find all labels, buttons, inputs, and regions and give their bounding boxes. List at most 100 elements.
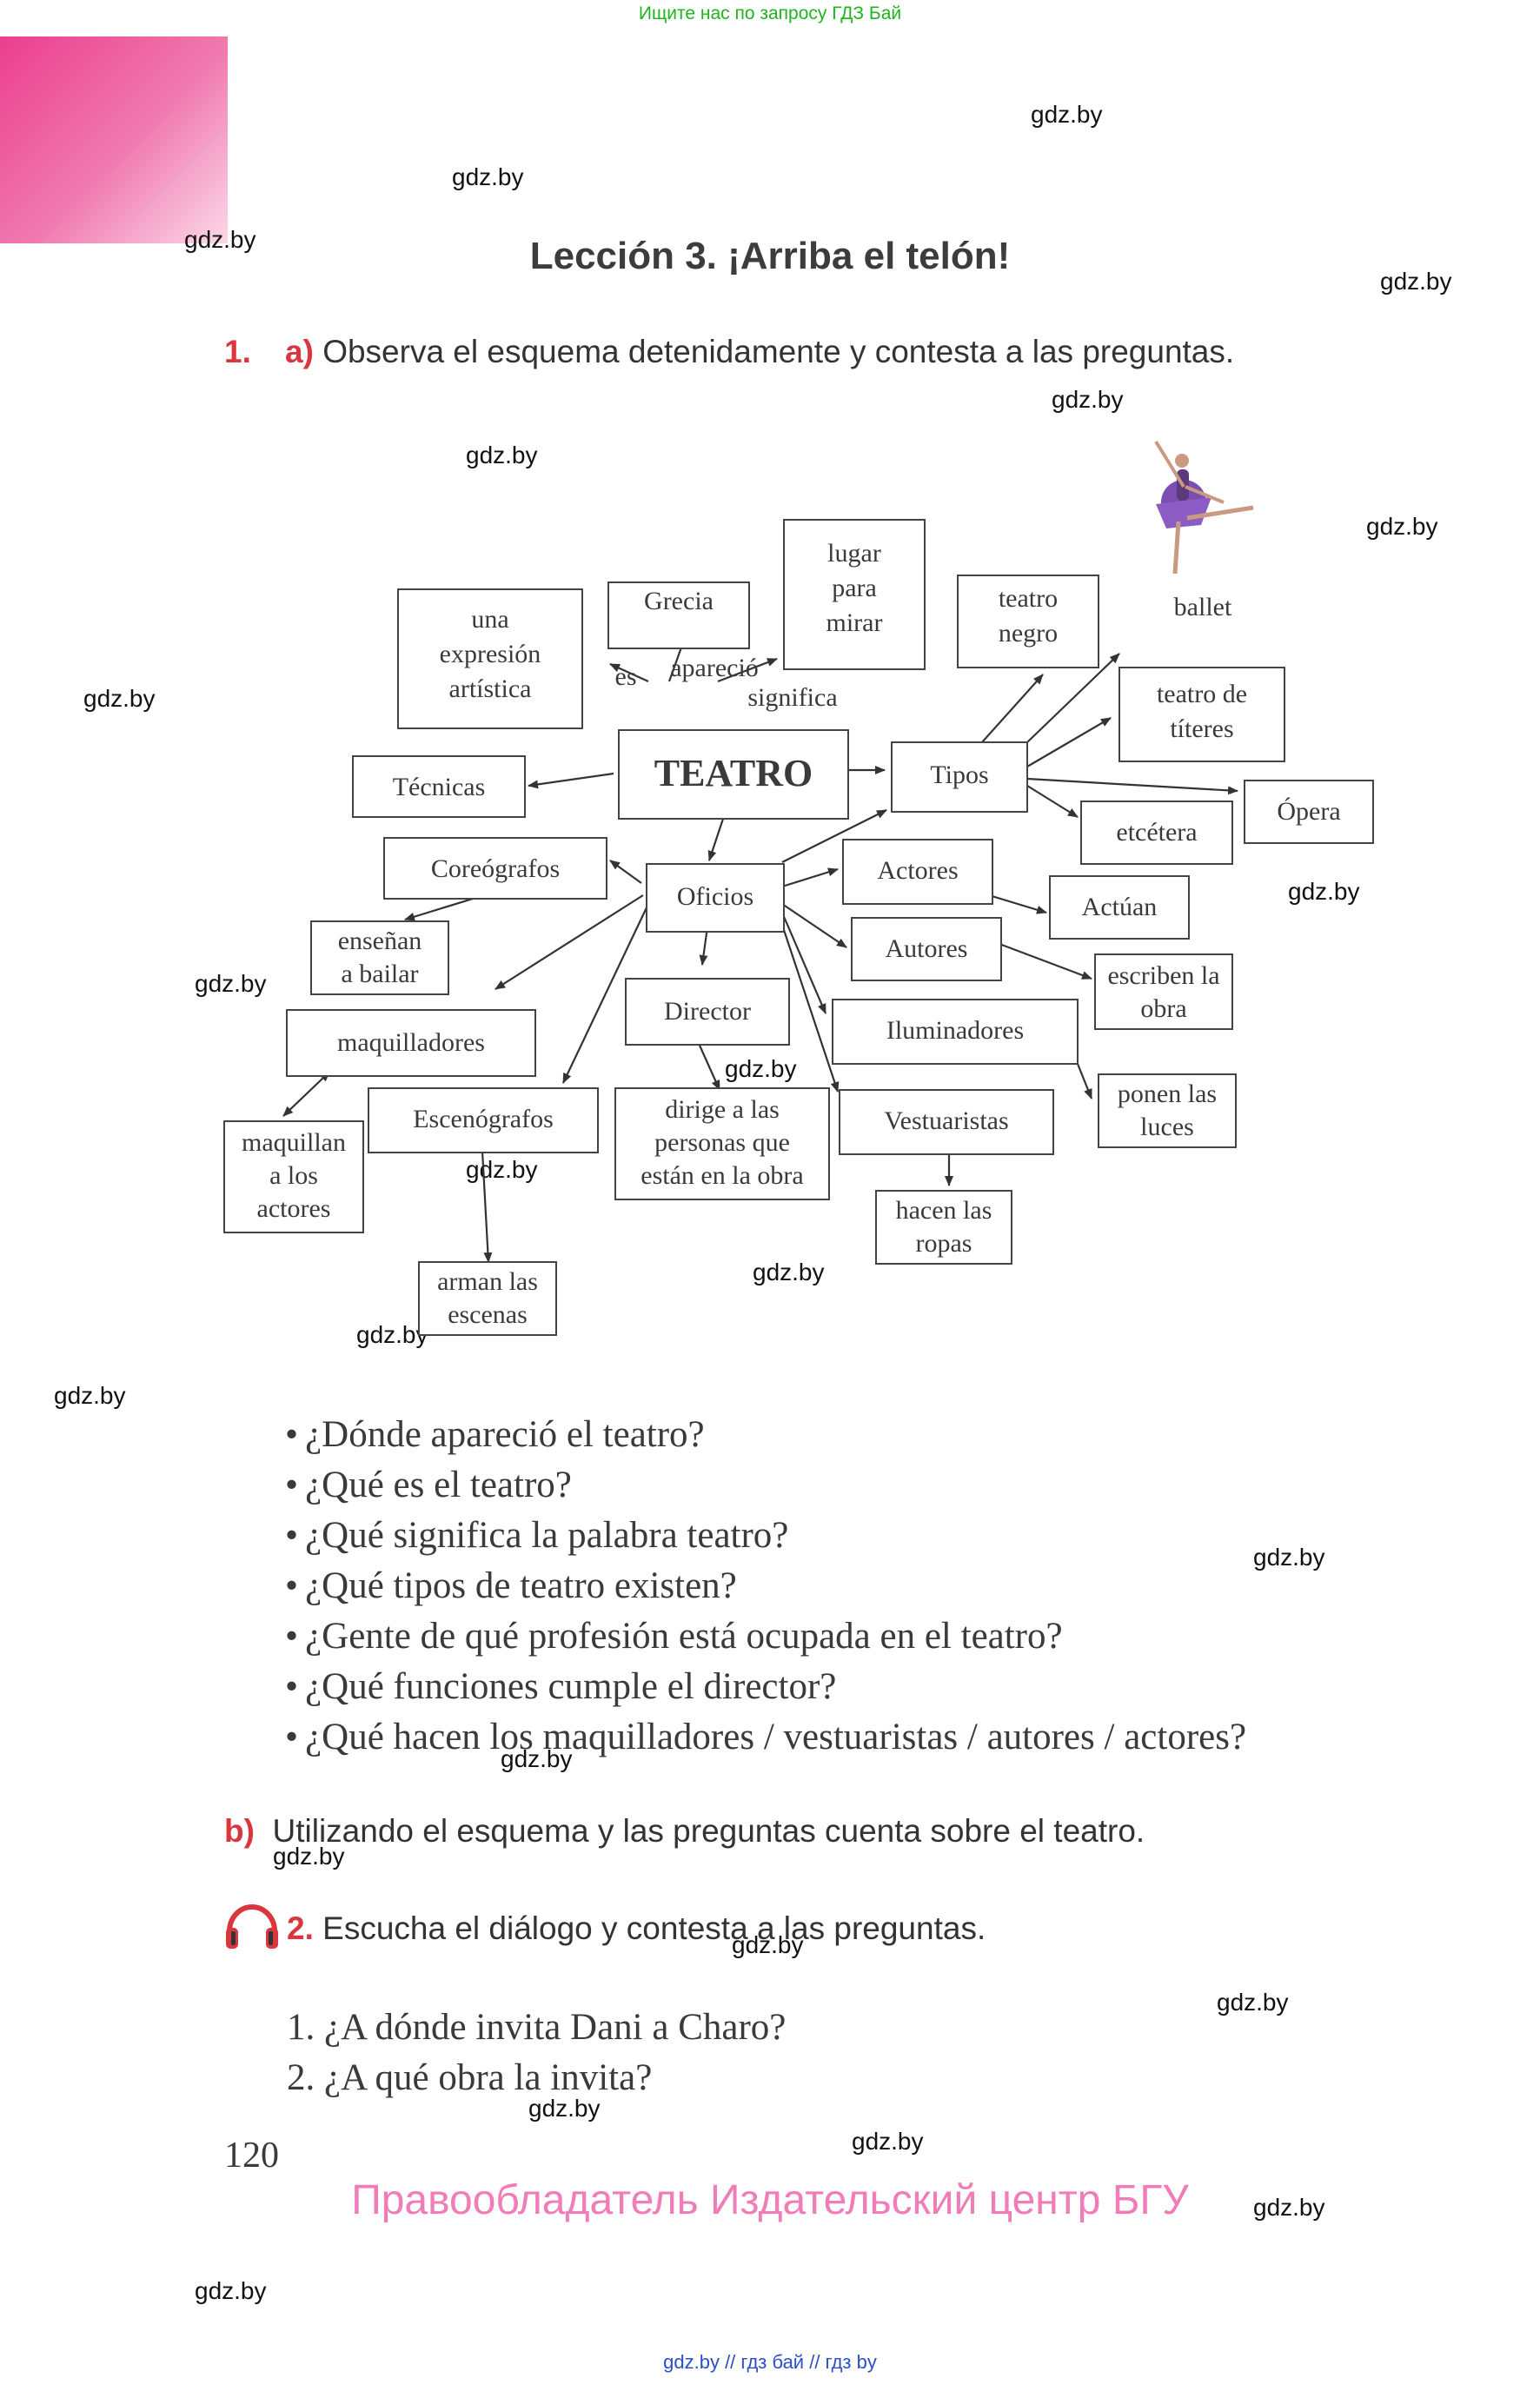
svg-text:para: para — [832, 574, 877, 602]
node-tecnicas — [352, 755, 526, 818]
headphones-icon[interactable] — [222, 1897, 282, 1952]
watermark: gdz.by — [195, 2277, 267, 2304]
svg-text:artística: artística — [449, 674, 532, 703]
svg-text:están en la obra: están en la obra — [641, 1161, 803, 1190]
watermark: gdz.by — [54, 1382, 126, 1409]
node-ballet: ballet — [1174, 593, 1232, 621]
watermark: gdz.by — [753, 1259, 825, 1286]
list-item: •¿Gente de qué profesión está ocupada en… — [285, 1616, 1063, 1657]
page-number: 120 — [224, 2136, 279, 2176]
svg-text:expresión: expresión — [440, 640, 541, 668]
svg-text:maquillan: maquillan — [242, 1128, 346, 1157]
watermark: gdz.by — [1217, 1989, 1289, 2016]
svg-text:lugar: lugar — [827, 539, 881, 568]
dialogue-questions-list: 1. ¿A dónde invita Dani a Charo? 2. ¿A q… — [287, 2003, 786, 2103]
ballerina-illustration — [1154, 440, 1254, 575]
watermark: gdz.by — [501, 1745, 573, 1772]
svg-text:Director: Director — [664, 997, 751, 1026]
svg-text:Grecia: Grecia — [644, 587, 714, 615]
svg-text:teatro: teatro — [999, 584, 1058, 613]
list-item: •¿Qué funciones cumple el director? — [285, 1666, 837, 1707]
watermark: gdz.by — [195, 970, 267, 997]
node-oficios — [646, 863, 785, 933]
theatre-concept-map: Grecia una expresión artística lugar par… — [223, 440, 1374, 1336]
svg-text:escriben la: escriben la — [1107, 961, 1219, 990]
link-label-es: es — [615, 662, 637, 691]
questions-list: •¿Dónde apareció el teatro? •¿Qué es el … — [285, 1410, 1246, 1763]
node-dirige-a-las-personas — [614, 1087, 830, 1200]
node-teatro — [618, 729, 849, 820]
svg-text:a bailar: a bailar — [341, 960, 418, 988]
node-director — [625, 978, 790, 1046]
list-item: •¿Qué tipos de teatro existen? — [285, 1565, 737, 1606]
svg-text:hacen las: hacen las — [896, 1196, 992, 1225]
svg-text:Ópera: Ópera — [1277, 797, 1340, 826]
watermark: gdz.by — [528, 2095, 601, 2122]
exercise-1-number: 1. — [224, 334, 251, 369]
watermark: gdz.by — [1253, 1544, 1325, 1571]
watermark: gdz.by — [466, 442, 538, 468]
svg-text:TEATRO: TEATRO — [654, 752, 813, 794]
svg-text:a los: a los — [269, 1161, 318, 1190]
node-vestuaristas — [839, 1089, 1054, 1155]
svg-text:Oficios: Oficios — [677, 882, 753, 911]
svg-text:Técnicas: Técnicas — [393, 773, 486, 801]
pink-corner-decoration — [0, 37, 228, 243]
svg-text:Escenógrafos: Escenógrafos — [413, 1105, 554, 1133]
link-label-significa: significa — [747, 683, 837, 712]
svg-text:obra: obra — [1140, 994, 1186, 1023]
watermark: gdz.by — [273, 1843, 345, 1870]
node-iluminadores — [832, 999, 1079, 1065]
list-item: •¿Qué hacen los maquilladores / vestuari… — [285, 1717, 1247, 1757]
footer-links[interactable]: gdz.by // гдз бай // гдз by — [663, 2351, 877, 2373]
copyright-notice: Правообладатель Издательский центр БГУ — [351, 2177, 1189, 2223]
svg-text:una: una — [471, 605, 508, 634]
svg-text:arman las: arman las — [437, 1267, 538, 1296]
list-item: •¿Qué significa la palabra teatro? — [285, 1515, 789, 1556]
svg-text:Actores: Actores — [877, 856, 958, 885]
svg-text:ropas: ropas — [916, 1229, 972, 1258]
svg-text:escenas: escenas — [448, 1300, 528, 1329]
node-tipos — [891, 741, 1028, 813]
watermark: gdz.by — [1031, 101, 1103, 128]
list-item: 2. ¿A qué obra la invita? — [287, 2057, 653, 2098]
node-teatro-de-titeres — [1118, 667, 1285, 762]
svg-text:enseñan: enseñan — [338, 927, 422, 955]
watermark: gdz.by — [466, 1156, 538, 1183]
link-label-aparecio: apareció — [670, 654, 759, 682]
watermark: gdz.by — [184, 226, 256, 253]
node-teatro-negro — [957, 575, 1099, 668]
watermark: gdz.by — [852, 2128, 924, 2155]
svg-text:mirar: mirar — [826, 608, 883, 637]
svg-text:Tipos: Tipos — [930, 761, 988, 789]
node-escenografos — [368, 1087, 599, 1153]
watermark: gdz.by — [1380, 268, 1452, 295]
svg-text:Iluminadores: Iluminadores — [886, 1016, 1024, 1045]
exercise-1b-instruction: b) Utilizando el esquema y las preguntas… — [224, 1813, 1145, 1849]
node-ponen-las-luces — [1098, 1073, 1237, 1148]
exercise-1a-instruction: a) Observa el esquema detenidamente y co… — [285, 334, 1235, 369]
svg-text:dirige a las: dirige a las — [665, 1095, 780, 1124]
svg-text:maquilladores: maquilladores — [337, 1028, 485, 1057]
svg-text:Vestuaristas: Vestuaristas — [884, 1106, 1008, 1135]
svg-text:etcétera: etcétera — [1116, 818, 1197, 847]
node-arman-las-escenas — [418, 1261, 557, 1336]
svg-text:actores: actores — [257, 1194, 331, 1223]
search-banner[interactable]: Ищите нас по запросу ГДЗ Бай — [638, 3, 902, 23]
watermark: gdz.by — [452, 163, 524, 190]
node-hacen-las-ropas — [875, 1190, 1012, 1265]
node-maquillan-a-los-actores — [223, 1120, 364, 1233]
node-grecia — [607, 581, 750, 649]
svg-text:personas que: personas que — [654, 1128, 790, 1157]
svg-text:títeres: títeres — [1170, 714, 1233, 743]
node-lugar-para-mirar — [783, 519, 926, 670]
node-ensenan-a-bailar — [310, 920, 449, 995]
svg-text:luces: luces — [1140, 1113, 1194, 1141]
watermark: gdz.by — [1253, 2194, 1325, 2221]
watermark: gdz.by — [725, 1055, 797, 1082]
watermark: gdz.by — [1366, 513, 1438, 540]
watermark: gdz.by — [1288, 878, 1360, 905]
svg-text:ponen las: ponen las — [1118, 1080, 1217, 1108]
svg-text:Actúan: Actúan — [1082, 893, 1158, 921]
lesson-title: Lección 3. ¡Arriba el telón! — [529, 235, 1011, 277]
